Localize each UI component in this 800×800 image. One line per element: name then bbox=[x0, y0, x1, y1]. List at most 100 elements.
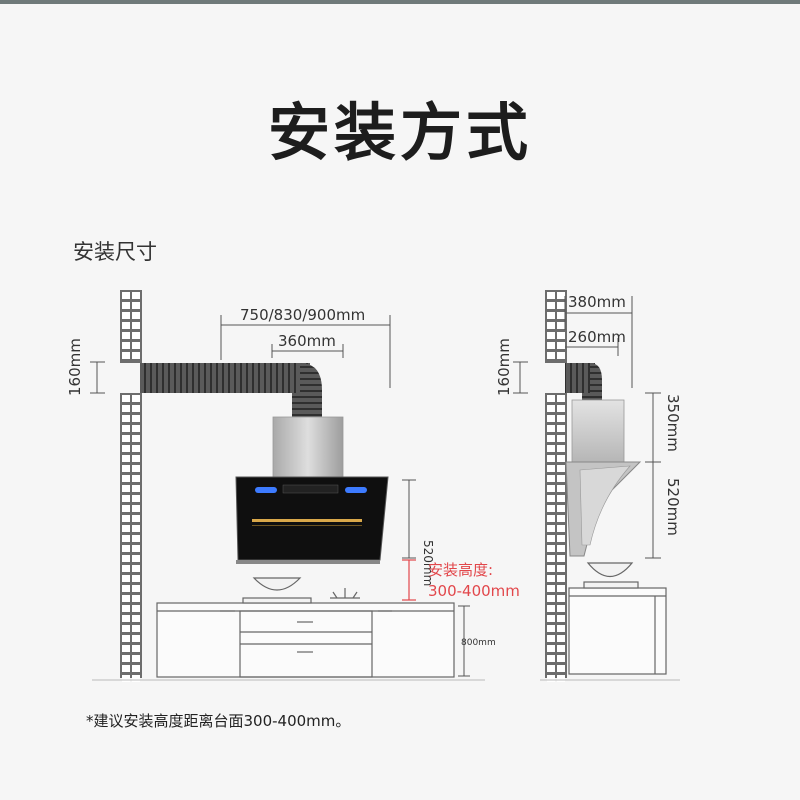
page-title: 安装方式 bbox=[267, 96, 532, 169]
brick bbox=[547, 565, 555, 572]
brick bbox=[557, 605, 565, 612]
brick bbox=[557, 505, 565, 512]
brick bbox=[557, 565, 565, 572]
brick bbox=[122, 575, 130, 582]
brick bbox=[132, 605, 140, 612]
brick bbox=[547, 475, 555, 482]
brick bbox=[132, 595, 140, 602]
brick bbox=[122, 465, 130, 472]
exhaust-duct-elbow-side bbox=[582, 363, 602, 405]
brick bbox=[547, 342, 555, 349]
brick bbox=[122, 585, 130, 592]
brick bbox=[547, 445, 555, 452]
brick bbox=[132, 615, 140, 622]
brick bbox=[122, 445, 130, 452]
brick bbox=[547, 495, 555, 502]
brick bbox=[132, 465, 140, 472]
brick bbox=[122, 415, 130, 422]
brick bbox=[547, 595, 555, 602]
dim-inner-depth-right bbox=[565, 338, 619, 356]
depth-label: 380mm bbox=[568, 293, 626, 311]
brick bbox=[547, 455, 555, 462]
left-diagram: 750/830/900mm 360mm 160mm 520mm bbox=[66, 290, 520, 682]
brick bbox=[547, 415, 555, 422]
exhaust-duct-elbow bbox=[292, 363, 322, 420]
brick bbox=[122, 405, 130, 412]
brick bbox=[557, 635, 565, 642]
brick bbox=[132, 485, 140, 492]
dim-inner-width-left bbox=[271, 344, 344, 358]
brick bbox=[557, 342, 565, 349]
brick bbox=[557, 435, 565, 442]
brick bbox=[122, 312, 130, 319]
brick bbox=[547, 585, 555, 592]
brick bbox=[132, 625, 140, 632]
brick bbox=[557, 545, 565, 552]
install-height-value: 300-400mm bbox=[428, 582, 520, 600]
upper-height-label-right: 350mm bbox=[664, 394, 682, 452]
brick bbox=[122, 645, 130, 652]
brick bbox=[132, 545, 140, 552]
counter-height-label: 800mm bbox=[461, 638, 496, 648]
brick bbox=[547, 545, 555, 552]
exhaust-duct-horizontal bbox=[140, 363, 310, 393]
brick bbox=[547, 535, 555, 542]
brick bbox=[132, 635, 140, 642]
brick bbox=[132, 415, 140, 422]
brick bbox=[132, 332, 140, 339]
brick bbox=[122, 455, 130, 462]
brick bbox=[132, 342, 140, 349]
duct-height-label-right: 160mm bbox=[495, 338, 513, 396]
brick bbox=[122, 395, 130, 402]
brick bbox=[132, 395, 140, 402]
brick bbox=[122, 332, 130, 339]
inner-width-label: 360mm bbox=[278, 332, 336, 350]
brick bbox=[547, 505, 555, 512]
brick bbox=[557, 585, 565, 592]
brick bbox=[122, 475, 130, 482]
brick bbox=[557, 675, 565, 682]
brick bbox=[132, 655, 140, 662]
brick bbox=[132, 425, 140, 432]
brick bbox=[122, 615, 130, 622]
brick bbox=[122, 545, 130, 552]
dim-width-left bbox=[220, 315, 391, 388]
hood-height-label-left: 520mm bbox=[421, 540, 435, 586]
brick bbox=[132, 292, 140, 299]
dim-upper-height-right bbox=[645, 392, 661, 463]
width-label: 750/830/900mm bbox=[240, 306, 365, 324]
brick bbox=[122, 495, 130, 502]
brick bbox=[122, 435, 130, 442]
brick bbox=[547, 395, 555, 402]
brick bbox=[122, 655, 130, 662]
brick bbox=[132, 575, 140, 582]
range-hood-side bbox=[565, 461, 642, 557]
brick bbox=[557, 645, 565, 652]
brick bbox=[547, 405, 555, 412]
brick bbox=[132, 525, 140, 532]
brick bbox=[557, 515, 565, 522]
counter-side bbox=[568, 587, 667, 675]
brick bbox=[122, 625, 130, 632]
brick bbox=[132, 535, 140, 542]
brick bbox=[122, 565, 130, 572]
brick bbox=[557, 625, 565, 632]
brick bbox=[557, 485, 565, 492]
brick bbox=[547, 352, 555, 359]
brick bbox=[122, 352, 130, 359]
brick bbox=[132, 435, 140, 442]
brick bbox=[547, 555, 555, 562]
brick bbox=[547, 292, 555, 299]
brick bbox=[547, 675, 555, 682]
brick bbox=[122, 595, 130, 602]
brick bbox=[132, 455, 140, 462]
brick bbox=[132, 405, 140, 412]
brick bbox=[557, 445, 565, 452]
brick bbox=[557, 405, 565, 412]
inner-depth-label: 260mm bbox=[568, 328, 626, 346]
brick bbox=[122, 302, 130, 309]
brick bbox=[557, 525, 565, 532]
brick-wall-right bbox=[545, 290, 567, 682]
brick bbox=[132, 445, 140, 452]
